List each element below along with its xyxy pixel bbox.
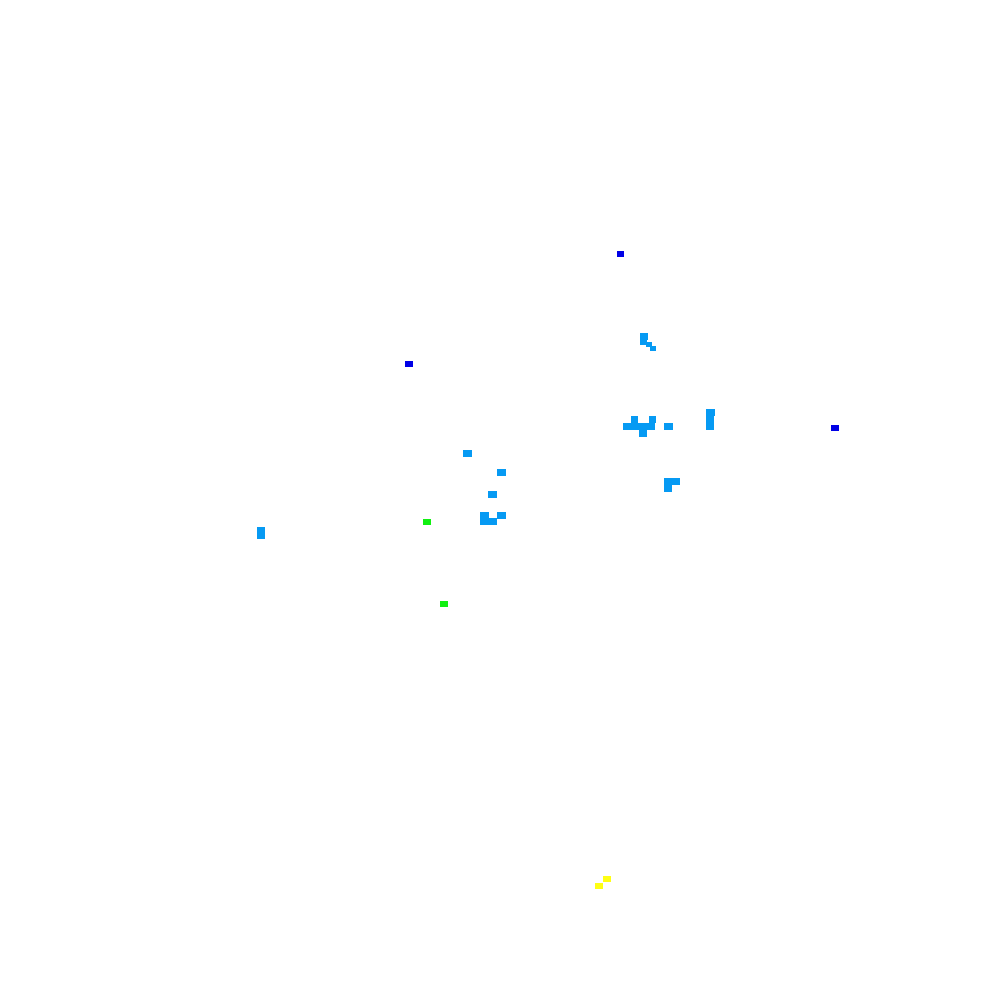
map-cell [480, 512, 489, 519]
map-cell [647, 423, 655, 430]
map-cell [631, 416, 638, 423]
map-cluster [497, 469, 506, 476]
map-cluster [617, 251, 624, 257]
map-cluster [595, 876, 611, 889]
map-cell [649, 416, 656, 423]
map-cell [405, 361, 413, 367]
map-cell [480, 518, 489, 525]
map-cell [623, 423, 631, 430]
map-cell [706, 409, 715, 416]
map-cell [488, 518, 497, 525]
map-cell [639, 423, 647, 430]
map-cell [497, 469, 506, 476]
map-cell [617, 251, 624, 257]
map-cell [488, 491, 497, 498]
map-cluster [257, 527, 265, 539]
map-cluster [440, 601, 448, 607]
map-cell [640, 339, 647, 345]
map-cell [440, 601, 448, 607]
map-cell [595, 883, 603, 889]
map-cell [603, 876, 611, 882]
map-cluster [405, 361, 413, 367]
map-cluster [706, 409, 715, 430]
map-cluster [488, 491, 497, 498]
map-cell [497, 512, 506, 519]
map-cluster [831, 425, 839, 431]
map-cell [646, 342, 652, 347]
map-cluster [463, 450, 472, 457]
map-cell [650, 346, 656, 351]
map-cell [423, 519, 431, 525]
map-cell [631, 423, 639, 430]
map-cell [672, 478, 680, 485]
map-cluster [480, 512, 506, 525]
map-cell [831, 425, 839, 431]
map-cell [664, 485, 672, 492]
map-cell [257, 527, 265, 533]
map-cluster [423, 519, 431, 525]
map-cell [664, 423, 673, 430]
map-cluster [664, 478, 680, 492]
map-cell [640, 333, 648, 340]
map-cell [706, 423, 714, 430]
map-cluster [640, 333, 656, 351]
map-cell [639, 430, 647, 437]
map-cell [463, 450, 472, 457]
map-cell [257, 533, 265, 539]
map-cell [664, 478, 672, 485]
map-cell [706, 416, 714, 423]
map-cells-layer [257, 251, 839, 889]
map-cluster [623, 416, 673, 437]
